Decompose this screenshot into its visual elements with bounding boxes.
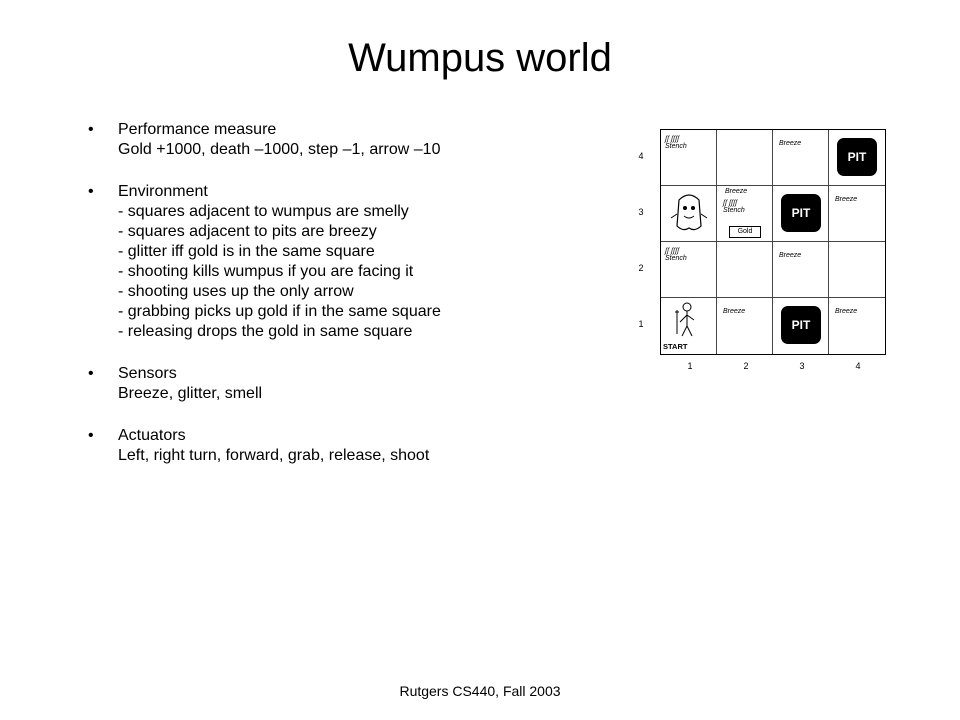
bullet-heading: Sensors xyxy=(118,365,177,382)
breeze-marker: Breeze xyxy=(723,308,745,315)
cell-2-4 xyxy=(717,130,773,186)
cell-2-3: Breeze ʃʃ ʃʃʃʃ Stench Gold xyxy=(717,186,773,242)
bullet-heading: Environment xyxy=(118,183,208,200)
breeze-marker: Breeze xyxy=(835,196,857,203)
cell-3-3: PIT xyxy=(773,186,829,242)
bullet-detail: - squares adjacent to pits are breezy xyxy=(118,223,377,240)
stench-label: Stench xyxy=(723,207,745,214)
cell-1-1: START xyxy=(661,298,717,354)
bullet-sensors: Sensors Breeze, glitter, smell xyxy=(88,364,608,404)
bullet-detail: - releasing drops the gold in same squar… xyxy=(118,323,413,340)
breeze-marker: Breeze xyxy=(835,308,857,315)
col-label: 2 xyxy=(743,361,749,371)
bullet-detail: Breeze, glitter, smell xyxy=(118,385,263,402)
page-title: Wumpus world xyxy=(348,36,612,80)
row-label: 4 xyxy=(638,151,644,161)
pit: PIT xyxy=(781,306,821,344)
row-label: 2 xyxy=(638,263,644,273)
breeze-label: Breeze xyxy=(835,308,858,315)
stench-label: Stench xyxy=(665,143,687,150)
cell-4-1: Breeze xyxy=(829,298,885,354)
breeze-label: Breeze xyxy=(835,196,858,203)
bullet-environment: Environment - squares adjacent to wumpus… xyxy=(88,182,608,342)
row-label: 3 xyxy=(638,207,644,217)
pit: PIT xyxy=(837,138,877,176)
wumpus-icon xyxy=(670,194,708,231)
wumpus-grid: ʃʃ ʃʃʃʃ Stench Breeze PIT Breeze xyxy=(660,129,886,355)
row-label: 1 xyxy=(638,319,644,329)
cell-4-3: Breeze xyxy=(829,186,885,242)
cell-3-1: PIT xyxy=(773,298,829,354)
cell-1-3 xyxy=(661,186,717,242)
bullet-detail: Left, right turn, forward, grab, release… xyxy=(118,447,430,464)
cell-4-4: PIT xyxy=(829,130,885,186)
breeze-marker: Breeze xyxy=(725,188,747,195)
breeze-label: Breeze xyxy=(779,252,802,259)
bullet-list: Performance measure Gold +1000, death –1… xyxy=(88,120,608,488)
cell-2-2 xyxy=(717,242,773,298)
cell-3-2: Breeze xyxy=(773,242,829,298)
cell-1-2: ʃʃ ʃʃʃʃ Stench xyxy=(661,242,717,298)
stench-squiggle-icon: ʃʃ ʃʃʃʃ xyxy=(665,136,680,143)
breeze-label: Breeze xyxy=(723,308,746,315)
breeze-marker: Breeze xyxy=(779,140,801,147)
bullet-actuators: Actuators Left, right turn, forward, gra… xyxy=(88,426,608,466)
agent-icon xyxy=(675,302,695,337)
bullet-detail: - grabbing picks up gold if in the same … xyxy=(118,303,441,320)
col-label: 3 xyxy=(799,361,805,371)
breeze-label: Breeze xyxy=(725,188,748,195)
bullet-detail: - glitter iff gold is in the same square xyxy=(118,243,375,260)
bullet-detail: Gold +1000, death –1000, step –1, arrow … xyxy=(118,141,441,158)
bullet-detail: - shooting kills wumpus if you are facin… xyxy=(118,263,414,280)
stench-marker: ʃʃ ʃʃʃʃ Stench xyxy=(665,248,687,262)
breeze-marker: Breeze xyxy=(779,252,801,259)
bullet-performance: Performance measure Gold +1000, death –1… xyxy=(88,120,608,160)
gold-label: Gold xyxy=(729,226,761,238)
bullet-detail: - shooting uses up the only arrow xyxy=(118,283,354,300)
breeze-label: Breeze xyxy=(779,140,802,147)
stench-marker: ʃʃ ʃʃʃʃ Stench xyxy=(723,200,745,214)
stench-squiggle-icon: ʃʃ ʃʃʃʃ xyxy=(723,200,738,207)
bullet-heading: Performance measure xyxy=(118,121,277,138)
stench-squiggle-icon: ʃʃ ʃʃʃʃ xyxy=(665,248,680,255)
stench-marker: ʃʃ ʃʃʃʃ Stench xyxy=(665,136,687,150)
wumpus-grid-figure: 4 3 2 1 1 2 3 4 ʃʃ ʃʃʃʃ Stench Breeze PI… xyxy=(628,125,898,375)
pit: PIT xyxy=(781,194,821,232)
footer-text: Rutgers CS440, Fall 2003 xyxy=(399,683,561,699)
col-label: 4 xyxy=(855,361,861,371)
col-label: 1 xyxy=(687,361,693,371)
stench-label: Stench xyxy=(665,255,687,262)
bullet-heading: Actuators xyxy=(118,427,186,444)
cell-1-4: ʃʃ ʃʃʃʃ Stench xyxy=(661,130,717,186)
start-label: START xyxy=(663,342,688,351)
cell-2-1: Breeze xyxy=(717,298,773,354)
bullet-detail: - squares adjacent to wumpus are smelly xyxy=(118,203,409,220)
cell-3-4: Breeze xyxy=(773,130,829,186)
cell-4-2 xyxy=(829,242,885,298)
